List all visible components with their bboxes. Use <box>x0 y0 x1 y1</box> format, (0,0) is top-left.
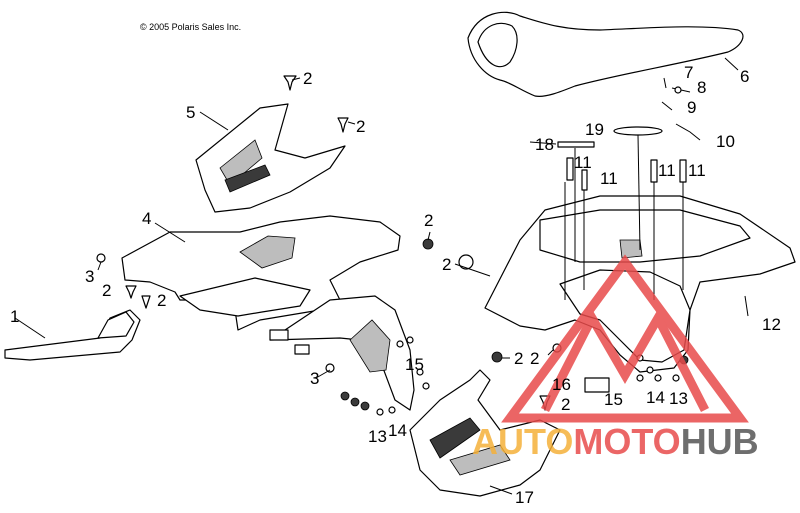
callout-2: 2 <box>356 117 365 136</box>
callout-3: 3 <box>310 369 319 388</box>
watermark-text-moto: MOTO <box>573 421 680 462</box>
callout-15: 15 <box>604 390 623 409</box>
watermark-mountain-icon <box>540 308 710 413</box>
callout-5: 5 <box>186 103 195 122</box>
callout-19: 19 <box>585 120 604 139</box>
callout-17: 17 <box>515 488 534 507</box>
callout-14: 14 <box>646 388 665 407</box>
watermark-text-auto: AUTO <box>472 421 573 462</box>
callout-11: 11 <box>658 161 676 180</box>
seat-part <box>467 11 744 97</box>
callout-numbers: 1 2 2 2 2 2 2 2 2 2 2 3 3 4 5 6 7 8 9 10… <box>10 63 781 507</box>
callout-12: 12 <box>762 315 781 334</box>
callout-14: 14 <box>388 421 407 440</box>
callout-7: 7 <box>684 63 693 82</box>
rear-pad-part <box>584 377 610 393</box>
callout-15: 15 <box>405 355 424 374</box>
callout-13: 13 <box>368 427 387 446</box>
fasteners <box>96 75 701 416</box>
callout-8: 8 <box>697 78 706 97</box>
watermark-text: AUTOMOTOHUB <box>472 421 759 462</box>
callout-11: 11 <box>600 169 618 188</box>
callout-2: 2 <box>102 281 111 300</box>
watermark-triangle-icon <box>501 254 749 423</box>
oval-decal-part <box>613 126 663 136</box>
callout-2: 2 <box>303 69 312 88</box>
callout-10: 10 <box>716 132 735 151</box>
strip-part <box>557 141 595 148</box>
watermark-text-hub: HUB <box>681 421 759 462</box>
callout-2: 2 <box>561 395 570 414</box>
callout-2: 2 <box>514 349 523 368</box>
callout-3: 3 <box>85 267 94 286</box>
callout-16: 16 <box>552 375 571 394</box>
watermark-logo <box>501 254 749 423</box>
callout-13: 13 <box>669 389 688 408</box>
callout-1: 1 <box>10 307 19 326</box>
callout-9: 9 <box>687 98 696 117</box>
callout-11: 11 <box>574 153 592 172</box>
rear-lower-panel-part <box>409 369 561 497</box>
footwell-panel-part <box>4 309 141 361</box>
callout-2: 2 <box>424 211 433 230</box>
callout-2: 2 <box>442 255 451 274</box>
callout-4: 4 <box>142 209 151 228</box>
leader-lines <box>14 57 749 495</box>
callout-18: 18 <box>535 135 554 154</box>
callout-2: 2 <box>157 291 166 310</box>
callout-2: 2 <box>530 349 539 368</box>
copyright-text: © 2005 Polaris Sales Inc. <box>140 22 241 32</box>
callout-11: 11 <box>688 161 706 180</box>
callout-6: 6 <box>740 67 749 86</box>
front-fender-part <box>121 215 415 411</box>
front-upper-panel-part <box>195 103 346 213</box>
